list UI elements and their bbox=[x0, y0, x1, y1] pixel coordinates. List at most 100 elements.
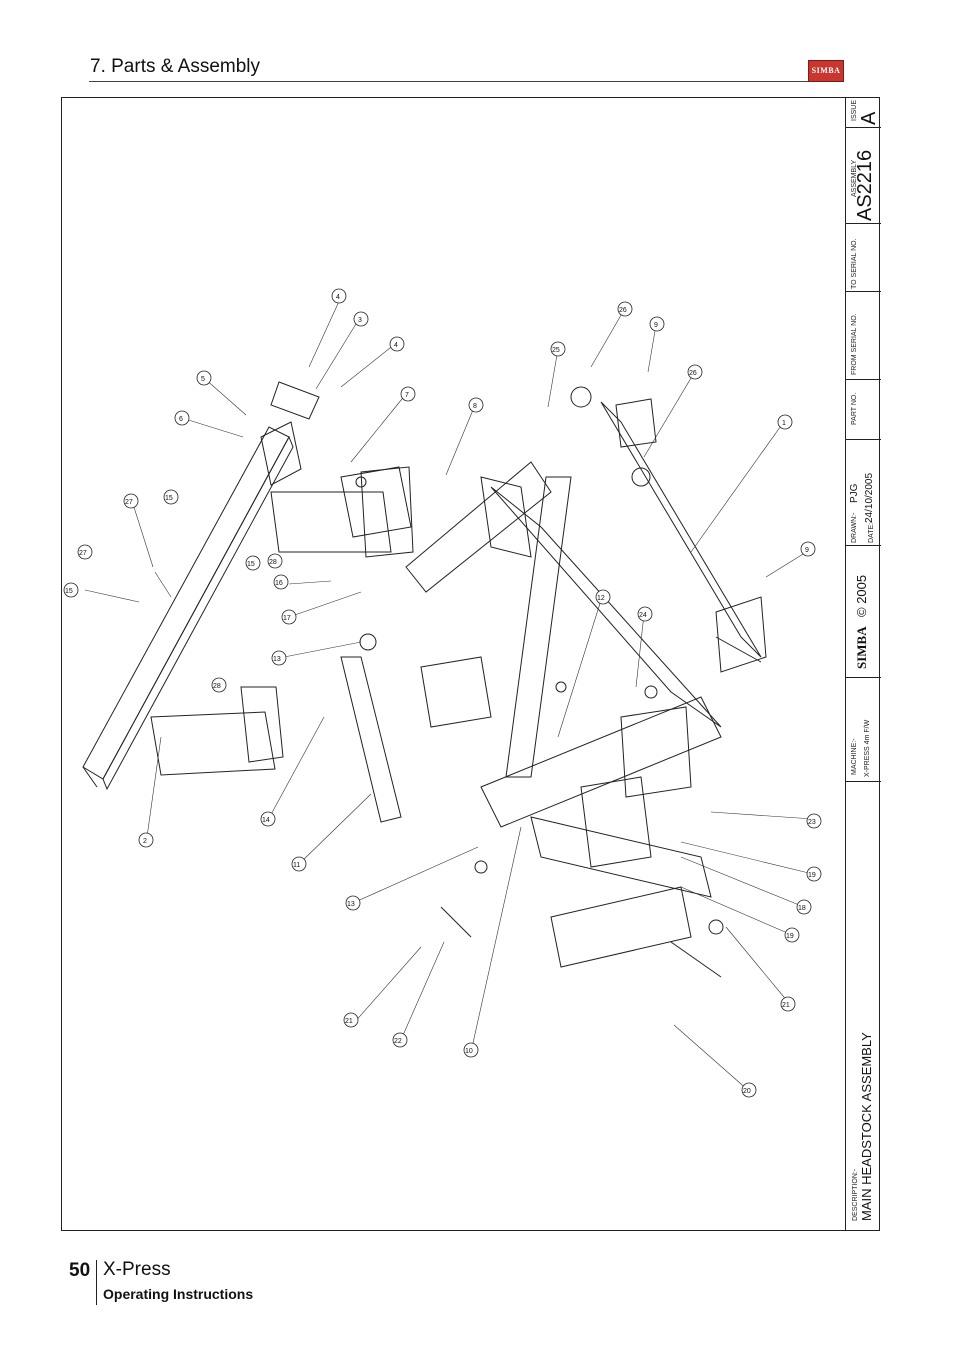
balloon-10: 10 bbox=[463, 1042, 479, 1058]
svg-text:6: 6 bbox=[179, 416, 183, 423]
brand-cell: © 2005 SIMBA bbox=[846, 545, 881, 678]
balloon-19: 19 bbox=[784, 927, 800, 943]
svg-text:15: 15 bbox=[247, 561, 255, 568]
to-serial-cell: TO SERIAL NO. bbox=[846, 223, 881, 292]
machine-cell: MACHINE:- X-PRESS 4m F/W bbox=[846, 677, 881, 782]
svg-text:21: 21 bbox=[782, 1002, 790, 1009]
page-number: 50 bbox=[69, 1260, 91, 1281]
svg-text:27: 27 bbox=[79, 550, 87, 557]
balloon-5: 5 bbox=[196, 370, 212, 386]
svg-text:18: 18 bbox=[798, 905, 806, 912]
balloon-group: 4 3 4 5 6 7 8 25 26 9 26 1 2 27 15 27 15… bbox=[63, 288, 822, 1098]
issue-label: ISSUE bbox=[851, 99, 858, 121]
balloon-26: 26 bbox=[617, 301, 633, 317]
svg-text:4: 4 bbox=[336, 294, 340, 301]
balloon-21: 21 bbox=[780, 996, 796, 1012]
svg-text:20: 20 bbox=[743, 1088, 751, 1095]
balloon-2: 2 bbox=[138, 832, 154, 848]
balloon-22: 22 bbox=[392, 1032, 408, 1048]
title-block: ISSUE A ASSEMBLY AS2216 TO SERIAL NO. FR… bbox=[845, 97, 881, 1231]
svg-text:9: 9 bbox=[654, 322, 658, 329]
svg-text:17: 17 bbox=[283, 615, 291, 622]
description-value: MAIN HEADSTOCK ASSEMBLY bbox=[859, 1032, 874, 1221]
assembly-value: AS2216 bbox=[854, 149, 876, 221]
machine-value: X-PRESS 4m F/W bbox=[864, 719, 871, 777]
balloon-7: 7 bbox=[400, 386, 416, 402]
logo-text: SIMBA bbox=[811, 66, 841, 75]
svg-text:13: 13 bbox=[347, 901, 355, 908]
balloon-9: 9 bbox=[649, 316, 665, 332]
balloon-13: 13 bbox=[345, 895, 361, 911]
svg-text:12: 12 bbox=[597, 595, 605, 602]
footer-subtitle: Operating Instructions bbox=[103, 1286, 254, 1302]
svg-text:23: 23 bbox=[808, 819, 816, 826]
balloon-19: 19 bbox=[806, 866, 822, 882]
assembly-cell: ASSEMBLY AS2216 bbox=[846, 127, 881, 224]
issue-cell: ISSUE A bbox=[846, 97, 881, 128]
balloon-15: 15 bbox=[245, 555, 261, 571]
svg-text:26: 26 bbox=[689, 370, 697, 377]
drawn-value: PJG bbox=[849, 483, 860, 503]
svg-text:3: 3 bbox=[358, 317, 362, 324]
svg-text:8: 8 bbox=[473, 403, 477, 410]
brand-text: SIMBA bbox=[854, 626, 869, 669]
from-serial-label: FROM SERIAL NO. bbox=[851, 313, 858, 375]
header-rule bbox=[89, 81, 841, 82]
balloon-8: 8 bbox=[468, 397, 484, 413]
issue-value: A bbox=[858, 111, 880, 125]
date-label: DATE:- bbox=[868, 520, 875, 543]
svg-text:15: 15 bbox=[165, 495, 173, 502]
svg-text:13: 13 bbox=[273, 656, 281, 663]
balloon-27: 27 bbox=[123, 493, 139, 509]
part-no-label: PART NO. bbox=[851, 392, 858, 425]
balloon-24: 24 bbox=[637, 606, 653, 622]
drawing-frame bbox=[61, 97, 880, 1231]
simba-logo: SIMBA bbox=[808, 60, 844, 82]
svg-text:22: 22 bbox=[394, 1038, 402, 1045]
svg-text:27: 27 bbox=[125, 499, 133, 506]
to-serial-label: TO SERIAL NO. bbox=[851, 238, 858, 289]
drawn-label: DRAWN:- bbox=[851, 512, 858, 543]
drawn-date-cell: DRAWN:- PJG DATE:- 24/10/2005 bbox=[846, 439, 881, 546]
description-cell: DESCRIPTION:- MAIN HEADSTOCK ASSEMBLY bbox=[846, 781, 881, 1231]
balloon-26: 26 bbox=[687, 364, 703, 380]
description-label: DESCRIPTION:- bbox=[852, 1168, 859, 1221]
svg-text:19: 19 bbox=[786, 933, 794, 940]
machine-label: MACHINE:- bbox=[851, 738, 858, 775]
svg-text:28: 28 bbox=[269, 559, 277, 566]
balloon-3: 3 bbox=[353, 311, 369, 327]
svg-text:4: 4 bbox=[394, 342, 398, 349]
svg-text:19: 19 bbox=[808, 872, 816, 879]
svg-text:11: 11 bbox=[293, 862, 300, 869]
svg-text:1: 1 bbox=[782, 420, 786, 427]
balloon-18: 18 bbox=[796, 899, 812, 915]
balloon-28: 28 bbox=[267, 553, 283, 569]
svg-text:10: 10 bbox=[465, 1048, 473, 1055]
balloon-12: 12 bbox=[595, 589, 611, 605]
balloon-15: 15 bbox=[163, 489, 179, 505]
svg-text:14: 14 bbox=[262, 817, 270, 824]
svg-text:5: 5 bbox=[201, 376, 205, 383]
product-name: X-Press bbox=[103, 1259, 171, 1280]
from-serial-cell: FROM SERIAL NO. bbox=[846, 291, 881, 380]
svg-text:21: 21 bbox=[345, 1018, 353, 1025]
svg-text:15: 15 bbox=[65, 588, 73, 595]
exploded-assembly-drawing: 4 3 4 5 6 7 8 25 26 9 26 1 2 27 15 27 15… bbox=[63, 288, 822, 1098]
svg-text:25: 25 bbox=[552, 347, 560, 354]
svg-text:9: 9 bbox=[805, 547, 809, 554]
balloon-20: 20 bbox=[741, 1082, 757, 1098]
balloon-28: 28 bbox=[211, 677, 227, 693]
balloon-9: 9 bbox=[800, 541, 816, 557]
svg-text:26: 26 bbox=[619, 307, 627, 314]
balloon-13: 13 bbox=[271, 650, 287, 666]
balloon-11: 11 bbox=[291, 856, 307, 872]
section-title: 7. Parts & Assembly bbox=[90, 56, 261, 77]
svg-text:24: 24 bbox=[639, 612, 647, 619]
balloon-21: 21 bbox=[343, 1012, 359, 1028]
balloon-25: 25 bbox=[550, 341, 566, 357]
balloon-6: 6 bbox=[174, 410, 190, 426]
balloon-4: 4 bbox=[331, 288, 347, 304]
svg-text:7: 7 bbox=[405, 392, 409, 399]
balloon-15: 15 bbox=[63, 582, 79, 598]
svg-text:28: 28 bbox=[213, 683, 221, 690]
